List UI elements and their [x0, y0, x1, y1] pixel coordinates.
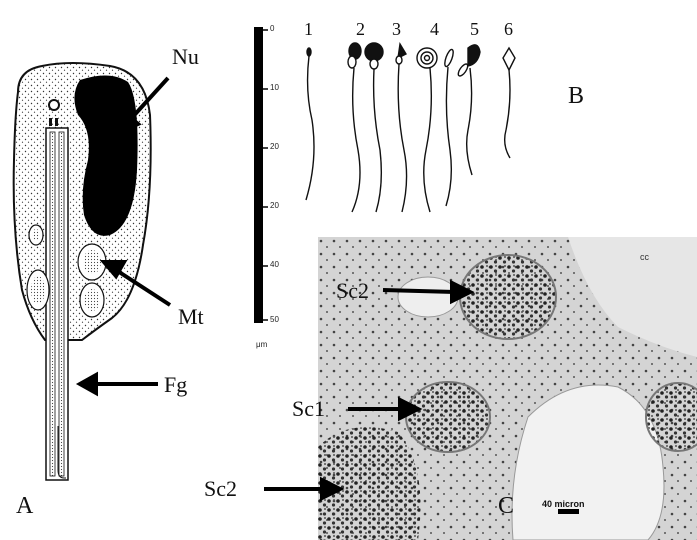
- label-sc2-bottom: Sc2: [204, 478, 237, 500]
- scale-tick-40: 40: [270, 260, 279, 269]
- scale-unit: μm: [256, 340, 267, 349]
- scale-tick-30: 20: [270, 201, 279, 210]
- scale-tick-20: 20: [270, 142, 279, 151]
- sperm-number-3: 3: [392, 20, 401, 38]
- label-nu: Nu: [172, 46, 199, 68]
- sperm-number-6: 6: [504, 20, 513, 38]
- scale-tick-10: 10: [270, 83, 279, 92]
- sperm-number-5: 5: [470, 20, 479, 38]
- scale-tick-0: 0: [270, 24, 274, 33]
- label-sc2-top: Sc2: [336, 280, 369, 302]
- micrograph-corner-label: cc: [640, 252, 649, 262]
- panel-label-b: B: [568, 84, 584, 108]
- sperm-number-1: 1: [304, 20, 313, 38]
- sperm-number-2: 2: [356, 20, 365, 38]
- label-mt: Mt: [178, 306, 204, 328]
- label-sc1: Sc1: [292, 398, 325, 420]
- panel-label-a: A: [16, 494, 33, 518]
- label-fg: Fg: [164, 374, 187, 396]
- scale-tick-50: 50: [270, 315, 279, 324]
- micrograph-scale-label: 40 micron: [542, 499, 585, 509]
- sperm-number-4: 4: [430, 20, 439, 38]
- panel-label-c: C: [498, 494, 514, 518]
